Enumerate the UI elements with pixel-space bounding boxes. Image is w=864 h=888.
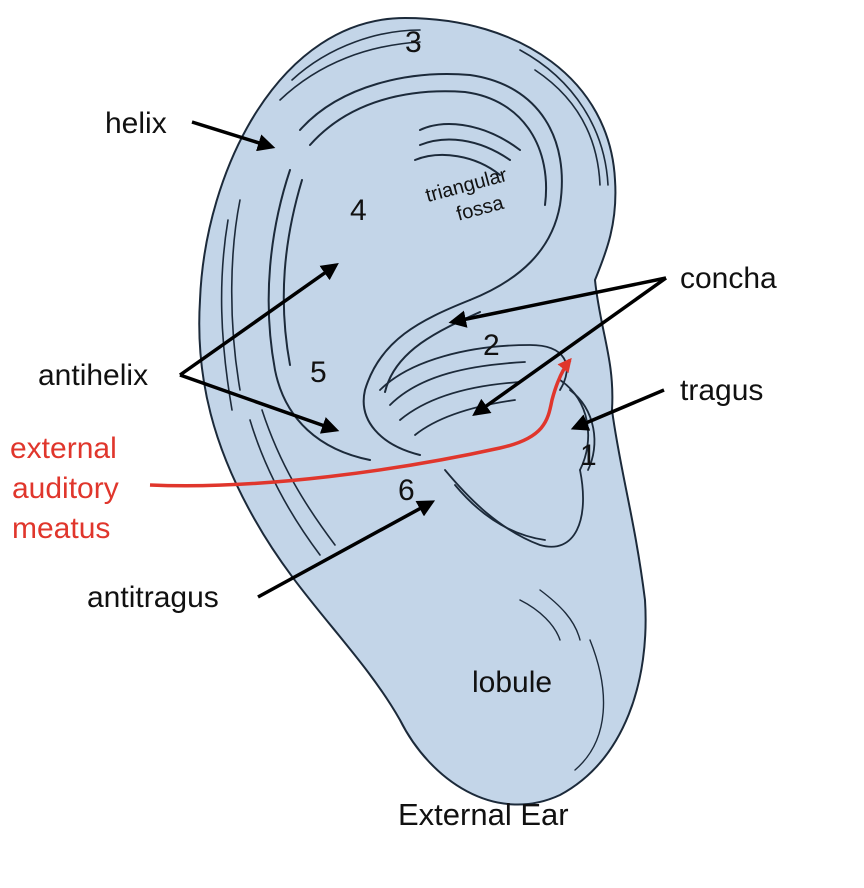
triangular-fossa-label: triangular fossa bbox=[423, 164, 510, 226]
meatus-label-line1: external bbox=[10, 432, 117, 465]
meatus-label-line3: meatus bbox=[12, 512, 110, 545]
number-5: 5 bbox=[310, 356, 327, 389]
ear-outline bbox=[198, 16, 647, 806]
tragus-arrow bbox=[570, 388, 665, 431]
number-3: 3 bbox=[405, 26, 422, 59]
concha-hatching bbox=[379, 344, 596, 548]
antihelix-arrow-upper bbox=[178, 262, 339, 377]
concha-arrow-upper bbox=[448, 276, 667, 328]
number-1: 1 bbox=[580, 439, 597, 472]
antitragus-arrow bbox=[257, 500, 436, 599]
tragus-label: tragus bbox=[680, 374, 763, 407]
concha-label: concha bbox=[680, 262, 777, 295]
number-6: 6 bbox=[398, 474, 415, 507]
lobule-label: lobule bbox=[472, 666, 552, 699]
pointer-arrows bbox=[149, 120, 668, 599]
lobule-hatching bbox=[519, 589, 605, 771]
number-4: 4 bbox=[350, 194, 367, 227]
antitragus-label: antitragus bbox=[87, 581, 219, 614]
helix-arrow bbox=[191, 120, 276, 152]
meatus-label-line2: auditory bbox=[12, 472, 119, 505]
meatus-arrow bbox=[149, 357, 572, 488]
caption: External Ear bbox=[398, 797, 569, 832]
concha-arrow-lower bbox=[472, 276, 668, 417]
helix-hatching bbox=[220, 29, 609, 556]
antihelix-hatching bbox=[267, 73, 563, 461]
helix-label: helix bbox=[105, 107, 167, 140]
number-2: 2 bbox=[483, 329, 500, 362]
ear-illustration bbox=[198, 16, 647, 806]
antihelix-arrow-lower bbox=[179, 373, 340, 434]
antihelix-label: antihelix bbox=[38, 359, 148, 392]
